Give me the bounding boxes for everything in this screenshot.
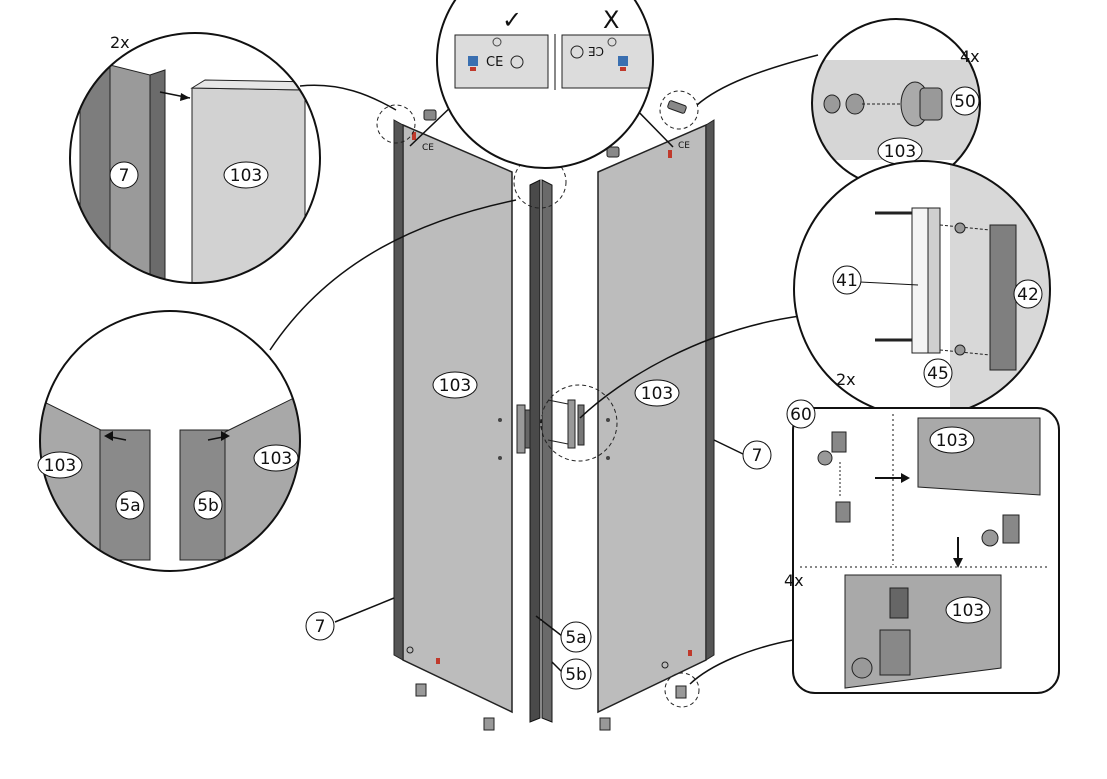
label-103-right: 103 — [641, 384, 673, 404]
callout-foot — [664, 672, 700, 708]
left-handle — [516, 404, 531, 454]
corner-profile-5b — [541, 179, 553, 723]
detail1-label-7: 7 — [119, 166, 130, 186]
callout-top-right — [659, 90, 699, 130]
cross-mark: X — [603, 6, 619, 34]
left-wall-profile — [393, 119, 404, 661]
corner-profile-5a — [529, 179, 541, 723]
detail4-label-103: 103 — [884, 142, 916, 162]
check-mark: ✓ — [502, 6, 522, 34]
right-wall-profile — [705, 119, 715, 661]
detail2-label-103-left: 103 — [44, 456, 76, 476]
leader-lines — [269, 54, 819, 685]
detail-profile-glass: 7 103 2x — [69, 32, 321, 284]
detail5-label-45: 45 — [927, 364, 949, 384]
main-assembly: CE CE — [269, 54, 819, 731]
right-panel-marks: CE — [661, 141, 692, 669]
detail2-label-103-right: 103 — [260, 449, 292, 469]
detail5-label-42: 42 — [1017, 285, 1039, 305]
callout-top-left — [376, 104, 416, 144]
callout-handle — [540, 384, 618, 462]
detail2-label-5a: 5a — [119, 496, 140, 516]
label-5a: 5a — [565, 628, 586, 648]
detail6-label-60: 60 — [790, 405, 812, 425]
detail6-label-103-top: 103 — [936, 431, 968, 451]
top-screw-right — [606, 100, 687, 158]
detail6-multiplier: 4x — [784, 571, 804, 590]
detail-corner-profiles: 103 103 5a 5b — [37, 310, 301, 572]
svg-text:CE: CE — [422, 143, 434, 153]
detail-foot-assembly: 60 103 103 4x — [784, 399, 1060, 694]
detail-screw: 50 103 4x — [811, 18, 981, 188]
right-handle — [547, 399, 585, 449]
left-panel-marks: CE — [406, 132, 440, 664]
label-7-left: 7 — [315, 617, 326, 637]
ce-mark-wrong: CE — [588, 44, 604, 58]
detail5-multiplier: 2x — [836, 370, 856, 389]
svg-text:CE: CE — [678, 141, 690, 151]
bottom-feet — [415, 683, 687, 731]
detail4-label-50: 50 — [954, 92, 976, 112]
detail6-label-103-bottom: 103 — [952, 601, 984, 621]
right-glass-panel — [597, 123, 707, 714]
label-103-left: 103 — [439, 376, 471, 396]
label-7-right: 7 — [752, 446, 763, 466]
ce-mark-correct: CE — [486, 55, 503, 70]
detail4-multiplier: 4x — [960, 47, 980, 66]
detail-handle: 41 42 45 2x — [793, 160, 1051, 418]
detail-glass-orientation: CE CE ✓ X — [436, 0, 654, 169]
detail1-label-103: 103 — [230, 166, 262, 186]
detail5-label-41: 41 — [836, 271, 858, 291]
label-5b: 5b — [565, 665, 587, 685]
left-glass-panel — [402, 123, 513, 714]
detail1-multiplier: 2x — [110, 33, 130, 52]
detail2-label-5b: 5b — [197, 496, 219, 516]
